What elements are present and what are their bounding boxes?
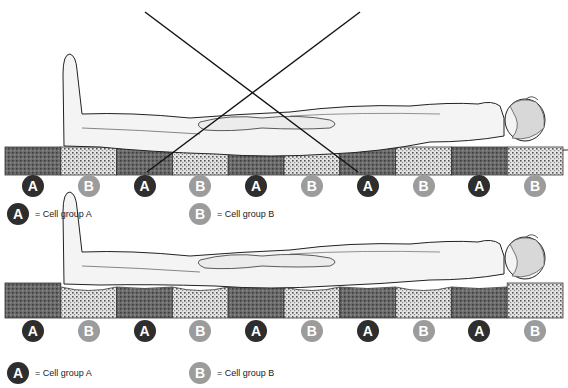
group-circle: B (524, 320, 546, 342)
group-letter: B (84, 179, 94, 193)
group-circle: A (22, 175, 44, 197)
group-circle: A (134, 175, 156, 197)
group-circle: A (468, 175, 490, 197)
group-letter: B (307, 179, 317, 193)
group-letter: B (195, 179, 205, 193)
air-cell (61, 147, 117, 175)
group-circle: B (413, 175, 435, 197)
group-circle: B (189, 362, 211, 384)
group-letter: A (139, 179, 149, 193)
patient-figure (63, 54, 545, 156)
group-circle: A (245, 320, 267, 342)
body-outline (63, 192, 504, 288)
air-cell (507, 147, 563, 175)
cross-mark (145, 12, 360, 172)
group-circle: B (524, 175, 546, 197)
group-letter: A (363, 179, 373, 193)
group-circle: A (357, 320, 379, 342)
group-letter: A (28, 324, 38, 338)
group-circle: A (245, 175, 267, 197)
group-circle: A (22, 320, 44, 342)
group-letter: A (363, 324, 373, 338)
group-circle: B (189, 175, 211, 197)
group-circle: B (189, 203, 211, 225)
torso-line (290, 251, 440, 254)
group-letter: A (13, 366, 23, 380)
air-cell (396, 287, 452, 318)
group-letter: A (474, 179, 484, 193)
group-circle: A (7, 203, 29, 225)
head (505, 237, 545, 279)
leg-line (82, 128, 200, 134)
group-letter: A (28, 179, 38, 193)
air-cell (172, 287, 228, 318)
group-letter: B (195, 324, 205, 338)
floor-line (563, 150, 568, 151)
group-letter: A (251, 324, 261, 338)
group-letter: A (13, 207, 23, 221)
legend-label: = Cell group A (35, 369, 92, 378)
group-letter: B (418, 179, 428, 193)
air-cell (5, 147, 61, 175)
air-cell (228, 287, 284, 318)
torso-line (290, 113, 440, 116)
group-circle: B (413, 320, 435, 342)
group-letter: B (418, 324, 428, 338)
group-letter: B (530, 179, 540, 193)
group-letter: B (195, 207, 205, 221)
group-circle: B (301, 175, 323, 197)
face-line (526, 97, 538, 100)
group-letter: A (474, 324, 484, 338)
face-line (526, 235, 538, 238)
group-circle: B (78, 175, 100, 197)
group-circle: A (468, 320, 490, 342)
air-cell (507, 283, 563, 318)
hair (510, 100, 544, 139)
legend-label: = Cell group B (217, 210, 274, 219)
group-circle: A (357, 175, 379, 197)
air-cell (340, 287, 396, 318)
group-letter: B (307, 324, 317, 338)
air-cell (5, 283, 61, 318)
head (505, 99, 545, 141)
air-cell (61, 287, 117, 318)
legend-label: = Cell group A (35, 210, 92, 219)
hair (510, 238, 544, 277)
group-letter: B (84, 324, 94, 338)
group-letter: B (195, 366, 205, 380)
group-circle: A (7, 362, 29, 384)
air-cell (284, 287, 340, 318)
group-letter: B (530, 324, 540, 338)
air-cell (451, 287, 507, 318)
group-letter: A (139, 324, 149, 338)
group-circle: A (134, 320, 156, 342)
group-circle: B (78, 320, 100, 342)
folded-arms (198, 254, 335, 268)
air-cell (451, 147, 507, 175)
group-letter: A (251, 179, 261, 193)
air-cell (396, 147, 452, 175)
leg-line (82, 266, 200, 272)
air-cell (117, 287, 173, 318)
group-circle: B (301, 320, 323, 342)
legend-label: = Cell group B (217, 369, 274, 378)
group-circle: B (189, 320, 211, 342)
patient-figure (63, 192, 545, 288)
